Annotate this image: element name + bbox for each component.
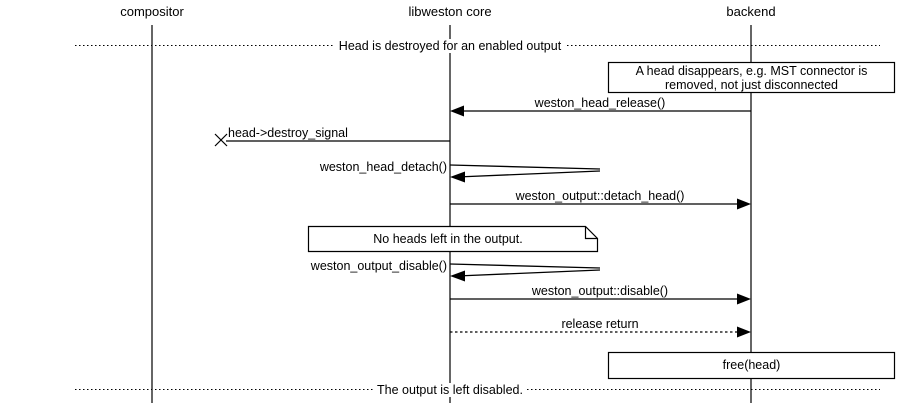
- msg-label-weston-output-disable-call: weston_output_disable(): [310, 259, 447, 273]
- arrowhead-weston-output-disable: [737, 293, 751, 305]
- msg-label-head-destroy-signal: head->destroy_signal: [228, 126, 348, 140]
- arrowhead-weston-head-detach: [450, 171, 465, 183]
- note-text-no-heads: No heads left in the output.: [373, 232, 523, 246]
- msg-self-line-bottom-weston-output-disable-call: [456, 269, 601, 277]
- msg-self-line-top-weston-head-detach: [449, 164, 601, 170]
- msg-label-release-return: release return: [561, 317, 639, 331]
- arrowhead-weston-head-release: [450, 105, 464, 117]
- note-text-head-disappears-line2: removed, not just disconnected: [664, 78, 839, 92]
- note-text-head-disappears-line1: A head disappears, e.g. MST connector is: [635, 64, 868, 78]
- arrowhead-weston-output-detach-head: [737, 198, 751, 210]
- note-box-head-disappears: [607, 61, 896, 94]
- note-text-free-head: free(head): [722, 358, 781, 372]
- msg-self-line-bottom-weston-head-detach: [456, 170, 601, 178]
- participant-label-libweston-core: libweston core: [408, 4, 492, 19]
- participant-label-backend: backend: [726, 4, 776, 19]
- participant-label-compositor: compositor: [120, 4, 184, 19]
- separator-title-text: Head is destroyed for an enabled output: [334, 39, 566, 53]
- separator-footer-text: The output is left disabled.: [373, 383, 527, 397]
- msg-label-weston-head-release: weston_head_release(): [534, 96, 666, 110]
- note-box-no-heads: [307, 225, 599, 253]
- terminator-x-stroke-2: [214, 133, 228, 147]
- msg-label-weston-head-detach: weston_head_detach(): [319, 160, 447, 174]
- arrowhead-weston-output-disable-call: [450, 270, 465, 282]
- note-box-free-head: [607, 351, 896, 380]
- msg-label-weston-output-detach-head: weston_output::detach_head(): [515, 189, 685, 203]
- msg-self-line-top-weston-output-disable-call: [449, 263, 601, 269]
- msg-label-weston-output-disable: weston_output::disable(): [531, 284, 669, 298]
- arrowhead-release-return: [737, 326, 751, 338]
- note-fold-no-heads: [584, 226, 598, 240]
